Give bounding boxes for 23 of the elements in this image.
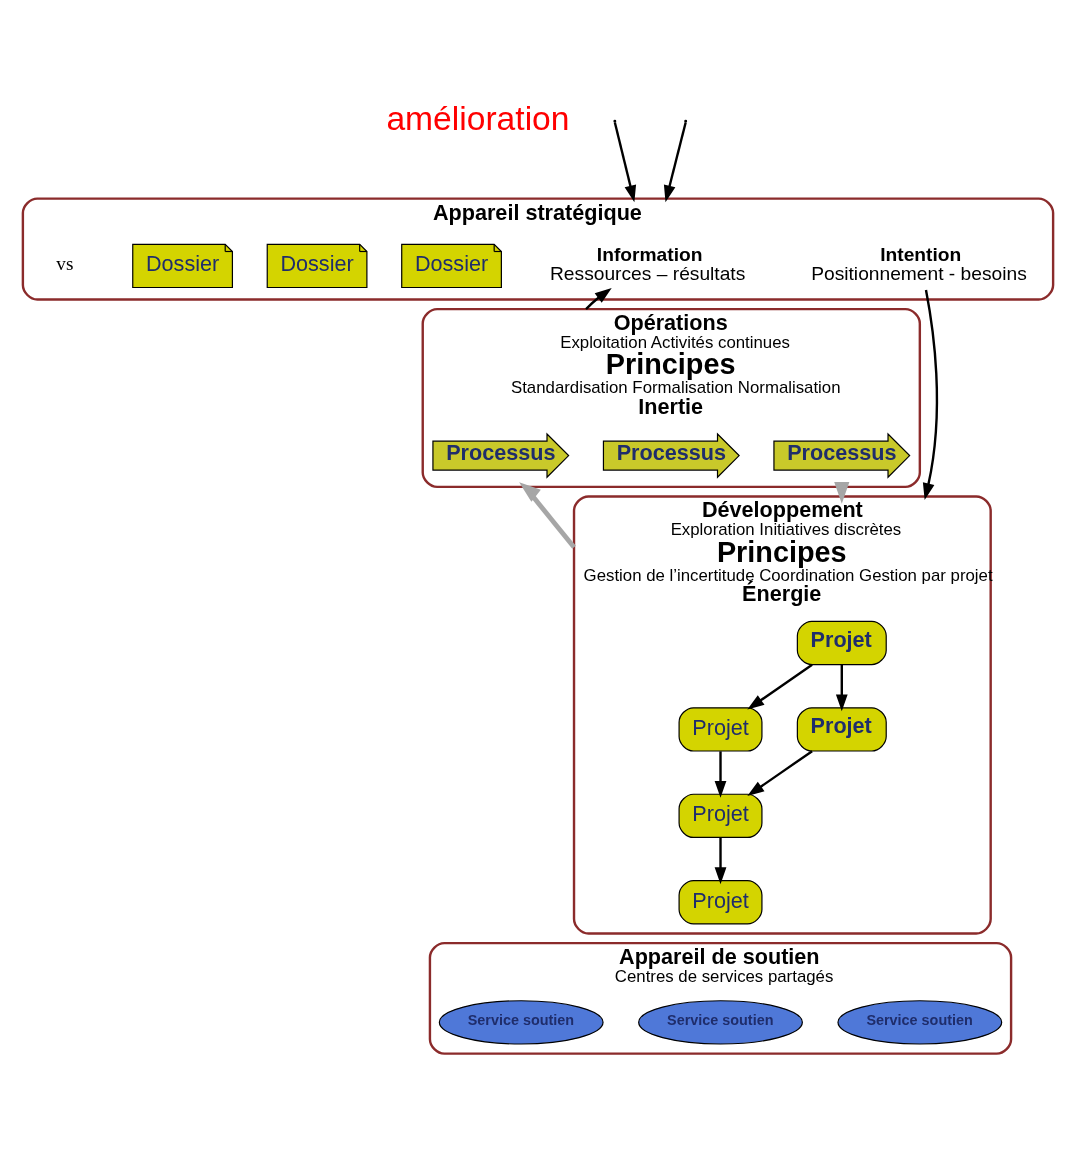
- arrow: [663, 121, 687, 202]
- arrow: [747, 663, 813, 710]
- label: vs: [56, 252, 74, 274]
- arrow: [585, 287, 612, 310]
- node-box: Projet: [678, 879, 763, 924]
- arrow: [714, 837, 727, 884]
- node-box: Projet: [796, 620, 887, 665]
- node-ellipse: Service soutien: [837, 999, 1003, 1045]
- arrow: [922, 289, 939, 500]
- arrow: [834, 481, 850, 504]
- node-ellipse: Service soutien: [438, 999, 604, 1045]
- node-text: Intention Positionnement - besoins: [811, 243, 1027, 284]
- node-box: Projet: [796, 706, 887, 752]
- arrow: [835, 664, 848, 711]
- arrow: [613, 121, 637, 202]
- arrow: [519, 481, 576, 549]
- node-box: Projet: [678, 793, 763, 838]
- label: amélioration: [386, 99, 570, 136]
- node-ellipse: Service soutien: [638, 999, 803, 1045]
- arrow: [747, 749, 813, 796]
- node-text: Information Ressources – résultats: [550, 243, 746, 284]
- arrow: [714, 750, 727, 798]
- node-box: Projet: [678, 706, 763, 752]
